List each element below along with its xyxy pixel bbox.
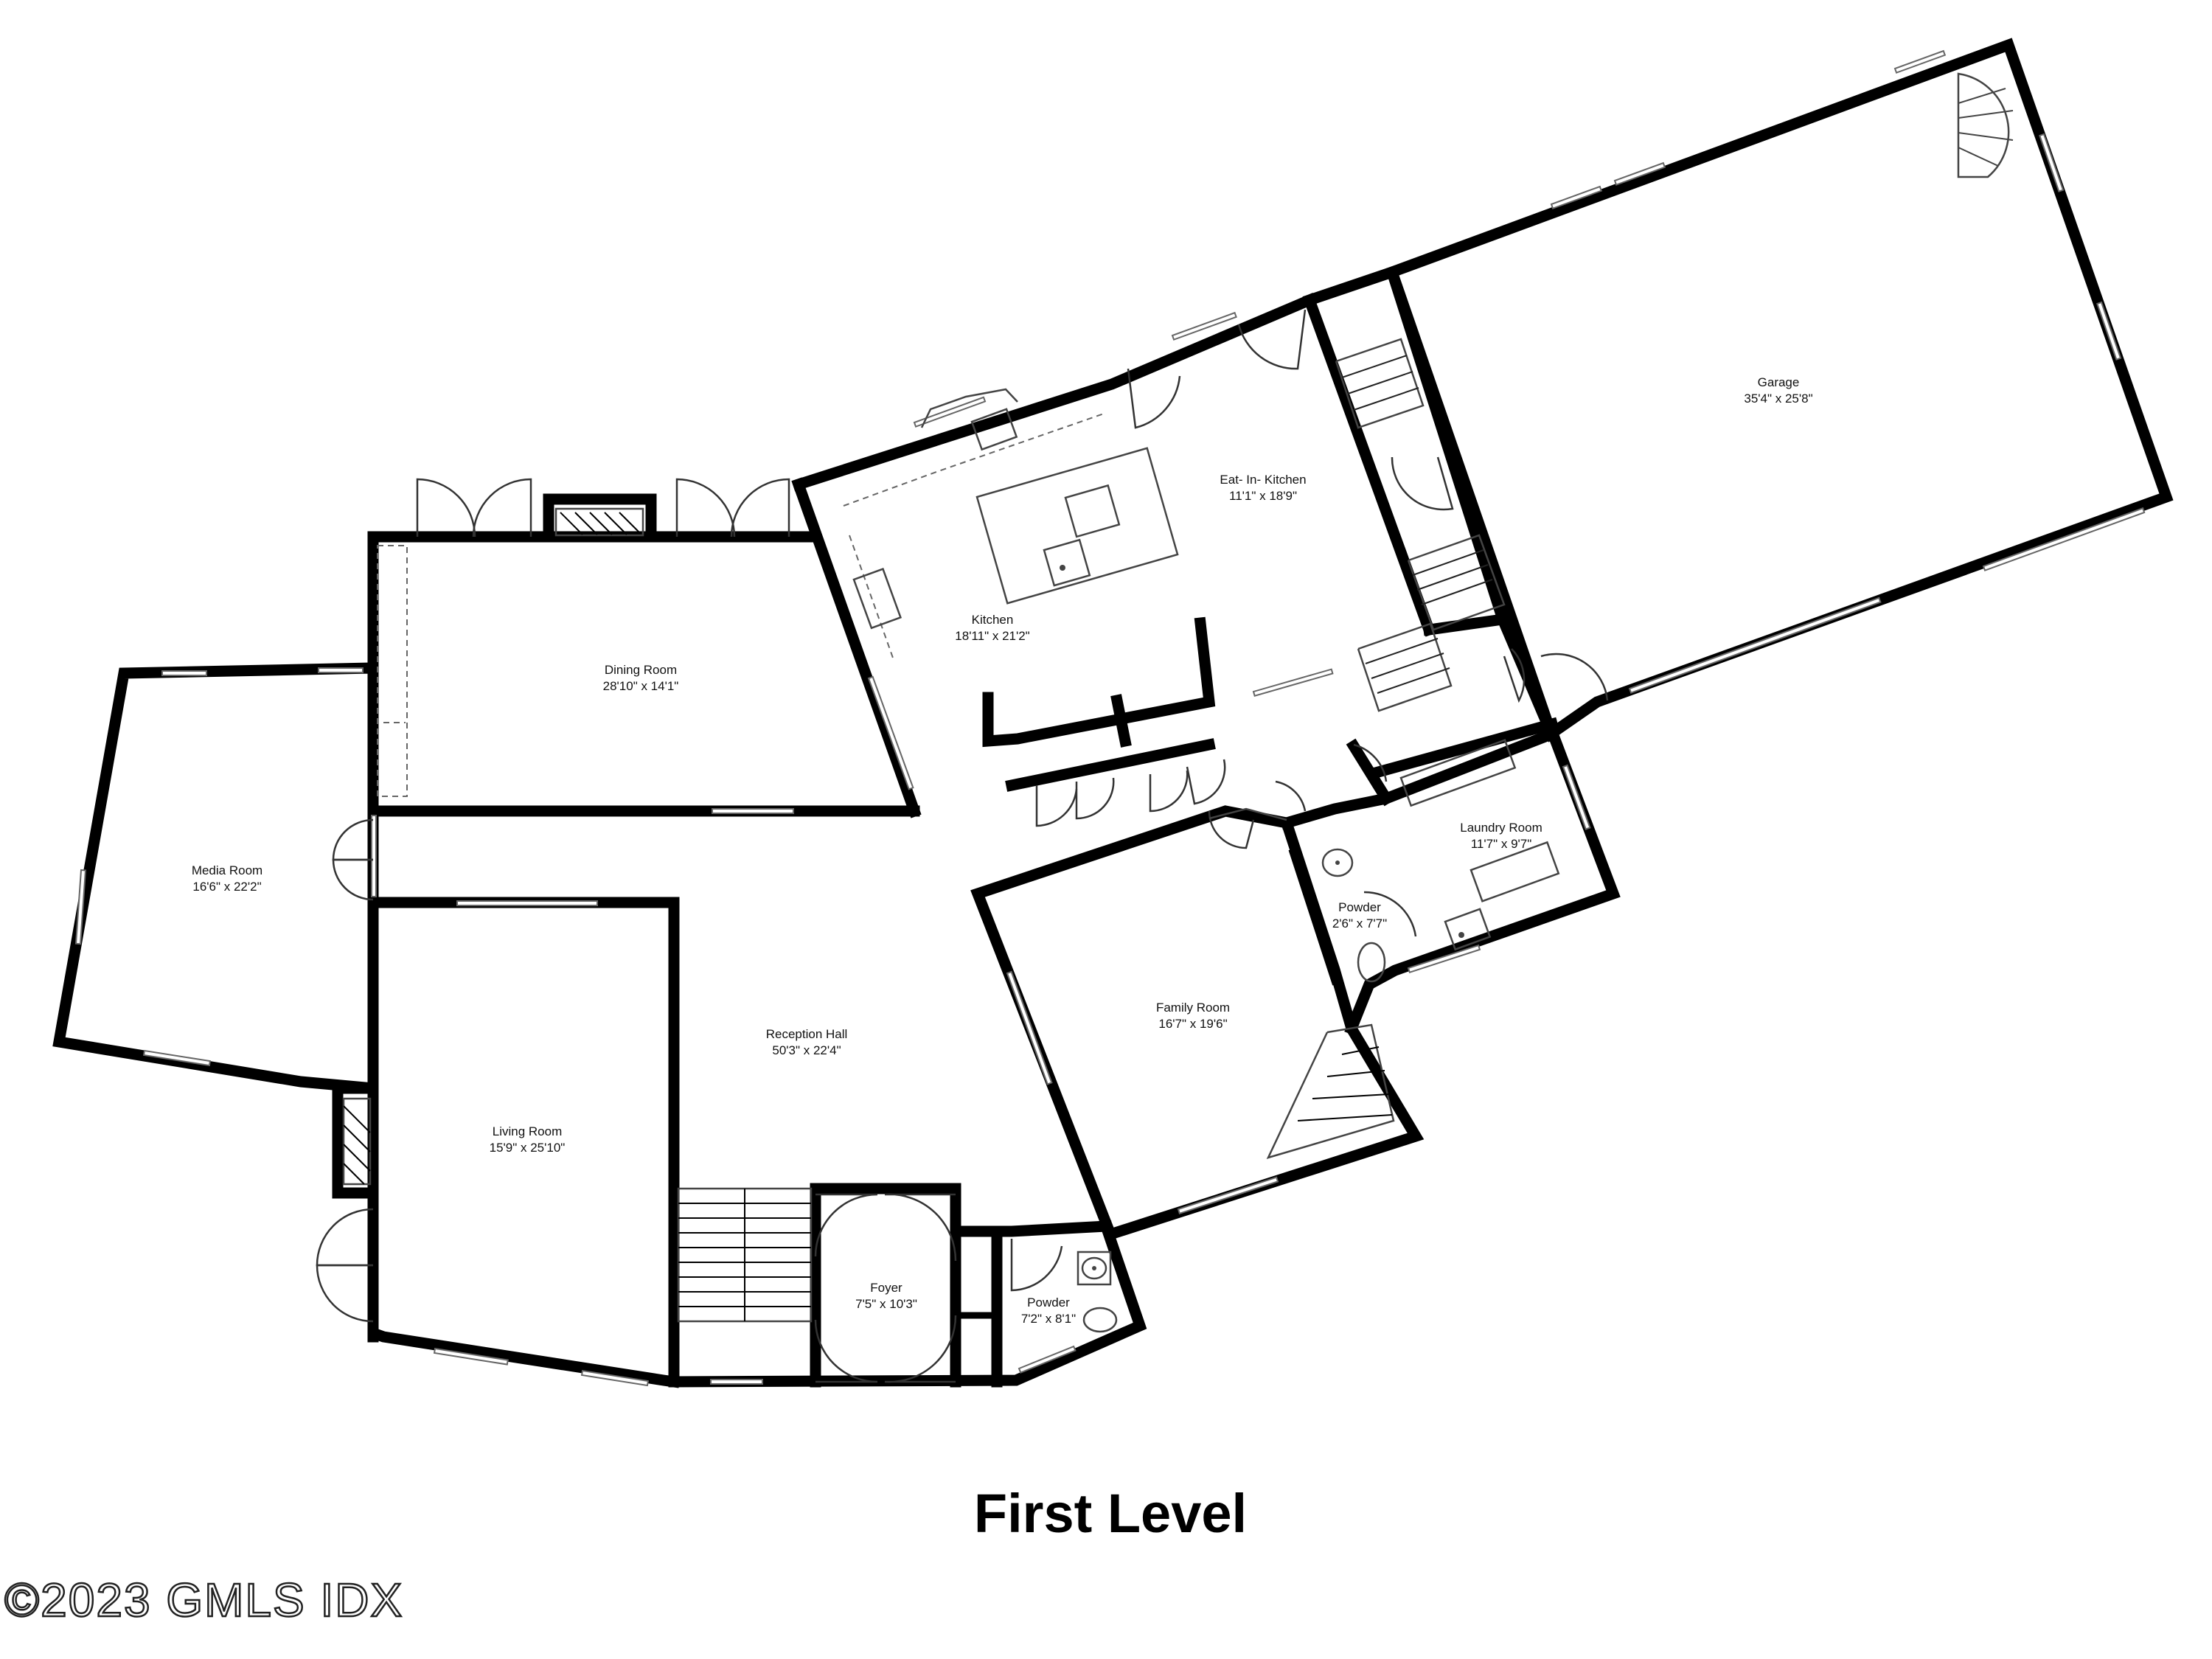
- room-label-garage: Garage 35'4" x 25'8": [1744, 375, 1812, 406]
- svg-text:2'6" x 7'7": 2'6" x 7'7": [1332, 917, 1387, 931]
- svg-text:Living Room: Living Room: [493, 1124, 563, 1138]
- room-label-family-room: Family Room 16'7" x 19'6": [1156, 1001, 1230, 1031]
- doors: [316, 309, 1609, 1383]
- svg-text:Foyer: Foyer: [870, 1281, 902, 1295]
- fixtures: [342, 72, 2014, 1333]
- svg-text:7'2" x 8'1": 7'2" x 8'1": [1021, 1312, 1076, 1326]
- svg-text:35'4" x 25'8": 35'4" x 25'8": [1744, 392, 1812, 406]
- svg-text:Kitchen: Kitchen: [972, 613, 1014, 627]
- room-label-eat-in-kitchen: Eat- In- Kitchen 11'1" x 18'9": [1220, 473, 1306, 503]
- room-label-dining-room: Dining Room 28'10" x 14'1": [603, 663, 679, 693]
- svg-text:Reception Hall: Reception Hall: [766, 1027, 848, 1041]
- svg-text:Powder: Powder: [1027, 1295, 1070, 1310]
- svg-text:Dining Room: Dining Room: [605, 663, 677, 677]
- svg-text:11'1" x 18'9": 11'1" x 18'9": [1229, 489, 1297, 503]
- svg-text:15'9" x 25'10": 15'9" x 25'10": [490, 1141, 566, 1155]
- svg-text:Garage: Garage: [1758, 375, 1800, 389]
- copyright-watermark: ©2023 GMLS IDX: [4, 1573, 404, 1628]
- room-label-living-room: Living Room 15'9" x 25'10": [490, 1124, 566, 1155]
- svg-text:Eat- In- Kitchen: Eat- In- Kitchen: [1220, 473, 1306, 487]
- exterior-walls: [52, 38, 2174, 1388]
- svg-text:50'3" x 22'4": 50'3" x 22'4": [772, 1043, 841, 1057]
- svg-text:28'10" x 14'1": 28'10" x 14'1": [603, 679, 679, 693]
- svg-text:16'6" x 22'2": 16'6" x 22'2": [192, 880, 261, 894]
- svg-text:Media Room: Media Room: [192, 863, 262, 877]
- svg-text:18'11" x 21'2": 18'11" x 21'2": [955, 629, 1029, 643]
- windows: [74, 49, 2146, 1387]
- room-label-powder-upper: Powder 2'6" x 7'7": [1332, 900, 1387, 931]
- svg-text:Powder: Powder: [1338, 900, 1381, 914]
- level-title: First Level: [973, 1483, 1248, 1544]
- room-label-laundry-room: Laundry Room 11'7" x 9'7": [1460, 821, 1543, 851]
- svg-text:7'5" x 10'3": 7'5" x 10'3": [855, 1297, 917, 1311]
- room-label-reception-hall: Reception Hall 50'3" x 22'4": [766, 1027, 848, 1057]
- svg-text:16'7" x 19'6": 16'7" x 19'6": [1158, 1017, 1227, 1031]
- svg-text:Laundry Room: Laundry Room: [1460, 821, 1543, 835]
- svg-text:Family Room: Family Room: [1156, 1001, 1230, 1015]
- room-label-powder-lower: Powder 7'2" x 8'1": [1021, 1295, 1076, 1326]
- room-label-foyer: Foyer 7'5" x 10'3": [855, 1281, 917, 1311]
- room-label-kitchen: Kitchen 18'11" x 21'2": [955, 613, 1029, 643]
- svg-text:11'7" x 9'7": 11'7" x 9'7": [1471, 837, 1532, 851]
- room-label-media-room: Media Room 16'6" x 22'2": [192, 863, 262, 894]
